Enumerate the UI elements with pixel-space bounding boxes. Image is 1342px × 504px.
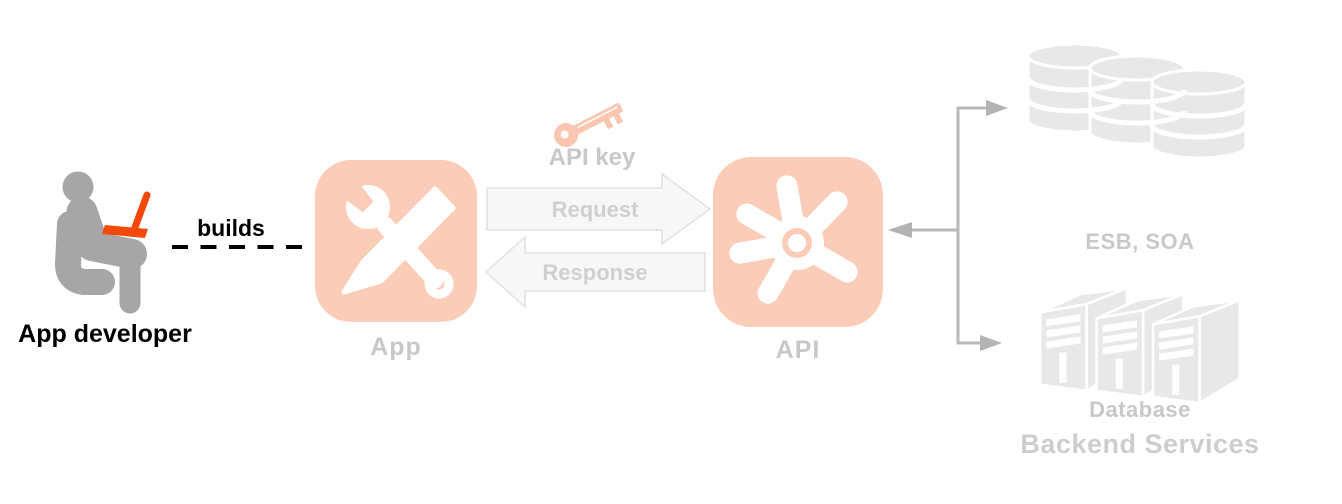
request-response-arrows — [484, 172, 712, 309]
request-arrow — [486, 172, 712, 246]
esb-label-line-3: Database — [1089, 397, 1191, 422]
server-tower — [1095, 292, 1185, 399]
gear-icon — [729, 175, 858, 304]
backend-services-label: Backend Services — [1020, 429, 1260, 459]
person-with-laptop-icon — [55, 171, 151, 314]
server-towers-icon — [1038, 286, 1242, 404]
database-cylinders-icon — [1025, 42, 1249, 160]
connector-arrow-to-databases-icon — [986, 100, 1008, 116]
app-developer-label: App developer — [18, 320, 192, 348]
backend-connector-lines — [888, 100, 1008, 351]
builds-dashed-line — [172, 245, 302, 249]
server-tower — [1151, 298, 1242, 404]
api-key-label: API key — [548, 144, 636, 171]
response-label: Response — [542, 260, 648, 285]
connector-arrow-to-servers-icon — [980, 335, 1002, 351]
api-icon-tile — [713, 157, 883, 327]
wrench-pencil-icon — [333, 172, 456, 299]
builds-label: builds — [197, 215, 265, 241]
app-icon-tile — [315, 160, 477, 322]
key-icon — [554, 103, 624, 147]
app-label: App — [370, 333, 422, 361]
esb-label-line-1: ESB, SOA — [1085, 229, 1195, 254]
request-label: Request — [551, 197, 639, 222]
response-arrow — [484, 235, 706, 309]
api-label: API — [775, 336, 821, 364]
laptop-icon — [102, 191, 151, 238]
connector-arrow-to-api-icon — [888, 222, 912, 238]
